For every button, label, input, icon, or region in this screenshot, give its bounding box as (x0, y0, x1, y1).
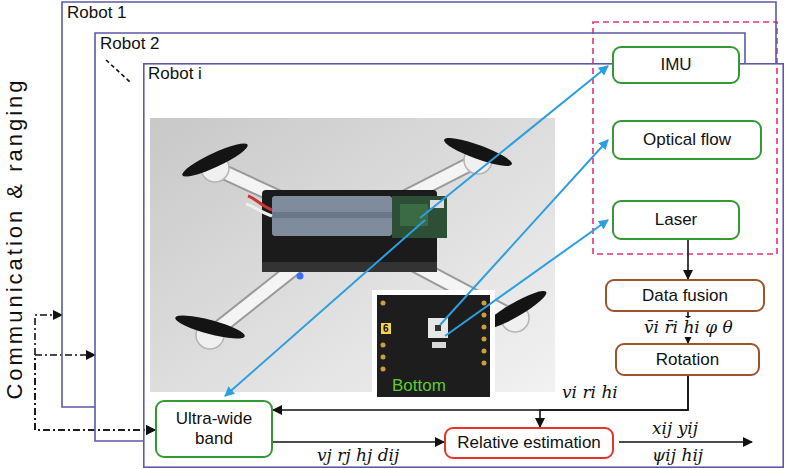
process-box: Rotation (615, 343, 760, 376)
photo-caption: Bottom (392, 377, 446, 396)
process-box: Data fusion (605, 279, 765, 312)
bottom-inset-photo (482, 349, 487, 354)
bottom-inset-photo (381, 301, 386, 306)
drone-photo (246, 204, 272, 216)
drone-photo (248, 196, 272, 210)
bottom-inset-photo (482, 313, 487, 318)
bottom-inset-photo (377, 295, 490, 397)
sensor-box: Laser (612, 200, 740, 240)
box-label: IMU (660, 55, 691, 75)
drone-photo (472, 146, 484, 158)
leader-line (420, 66, 608, 218)
signal-label: vj rj hj dij (314, 446, 402, 465)
bottom-inset-photo (482, 337, 487, 342)
connector (273, 441, 444, 443)
bottom-inset-photo (482, 361, 487, 366)
leader-line (225, 66, 608, 396)
bottom-inset-photo (432, 342, 446, 348)
bottom-inset-photo (482, 301, 487, 306)
box-label: Ultra-wide band (170, 409, 258, 448)
bottom-inset-photo (372, 290, 495, 402)
sticker-number: 6 (381, 318, 391, 336)
output-label: ψij hij (652, 446, 703, 465)
sensor-group-outline (593, 22, 777, 254)
box-label: Relative estimation (457, 433, 601, 453)
box-label: Laser (655, 210, 698, 230)
side-label: Communication & ranging (3, 77, 27, 399)
frame-title: Robot 1 (67, 3, 127, 23)
box-label: Optical flow (643, 130, 731, 150)
leader-line (445, 220, 608, 336)
sticker-number: 6 (381, 323, 391, 334)
output-label: ψij hij (652, 446, 703, 465)
sensor-box: Ultra-wide band (155, 400, 273, 458)
frame-outline (144, 64, 783, 467)
bottom-inset-photo (381, 367, 386, 372)
sensor-box: IMU (612, 46, 740, 84)
bottom-inset-photo (435, 325, 441, 331)
connector (687, 240, 689, 279)
drone-photo (173, 311, 246, 343)
box-label: Rotation (656, 350, 719, 370)
drone-photo (262, 262, 437, 272)
robot-frame: Robot iIMUOptical flowLaserData fusionRo… (143, 63, 784, 468)
drone-photo (272, 196, 392, 236)
output-label: xij yij (652, 419, 698, 438)
side-label: Communication & ranging (3, 77, 27, 400)
connector (273, 376, 688, 410)
ellipsis-dash (106, 60, 130, 82)
signal-label: v̄i r̄i h̄i φ θ (641, 318, 736, 337)
drone-photo (204, 321, 216, 333)
leader-line (225, 220, 425, 396)
edge-label: vj rj hj dij (314, 446, 402, 465)
drone-photo (272, 212, 392, 218)
output-label: xij yij (652, 419, 698, 438)
drone-photo (209, 154, 221, 166)
leader-line (440, 140, 608, 325)
frame-title: Robot 2 (100, 34, 160, 54)
drone-photo (442, 133, 514, 171)
bottom-inset-photo (372, 290, 495, 402)
frame-outline (62, 2, 776, 407)
edge-label: v̄i r̄i h̄i φ θ (641, 318, 736, 337)
bottom-inset-photo (482, 325, 487, 330)
drone-photo (297, 273, 304, 280)
edge-label: vi ri hi (559, 383, 621, 402)
estimator-box: Relative estimation (444, 427, 614, 459)
frame-title: Robot i (148, 64, 202, 84)
bottom-inset-photo (381, 301, 487, 372)
sensor-box: Optical flow (612, 120, 762, 160)
signal-label: vi ri hi (559, 383, 621, 402)
photo-caption: Bottom (392, 377, 446, 396)
bottom-inset-photo (381, 355, 386, 360)
frame-outline (95, 33, 745, 441)
box-label: Data fusion (642, 286, 728, 306)
bottom-inset-photo (381, 343, 386, 348)
drone-photo (179, 138, 250, 181)
output-arrow (619, 441, 752, 443)
drone-photo (509, 304, 521, 316)
